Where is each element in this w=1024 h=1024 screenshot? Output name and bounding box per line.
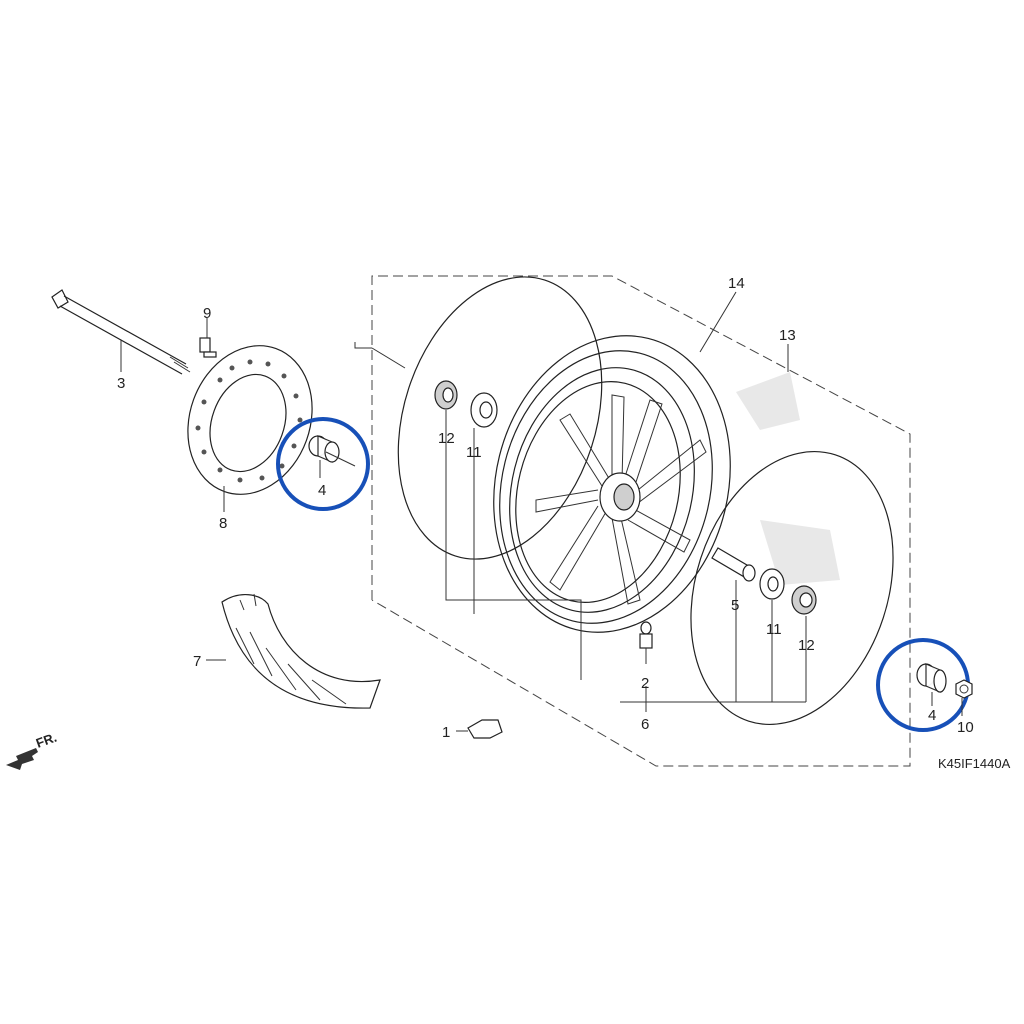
axle-nut[interactable] xyxy=(955,679,973,716)
label-part-2: 2 xyxy=(641,675,649,692)
label-part-1: 1 xyxy=(442,724,450,741)
label-part-4-right: 4 xyxy=(928,707,936,724)
label-part-8: 8 xyxy=(219,515,227,532)
label-part-10: 10 xyxy=(957,719,974,736)
balance-weight[interactable] xyxy=(456,719,503,739)
label-part-6: 6 xyxy=(641,716,649,733)
bearing-right[interactable] xyxy=(759,568,785,600)
front-axle[interactable] xyxy=(51,289,191,375)
label-part-5: 5 xyxy=(731,597,739,614)
assembly-boundary xyxy=(354,275,911,767)
part-labels: 3 9 8 4 12 11 14 13 5 11 12 2 6 7 1 4 10 xyxy=(117,275,974,741)
valve-stem[interactable] xyxy=(639,621,653,664)
label-part-9: 9 xyxy=(203,305,211,322)
leader-lines xyxy=(445,291,807,712)
wheel[interactable] xyxy=(463,310,761,657)
label-part-14: 14 xyxy=(728,275,745,292)
label-part-3: 3 xyxy=(117,375,125,392)
label-part-13: 13 xyxy=(779,327,796,344)
shade-texture xyxy=(736,372,840,585)
direction-label: FR. xyxy=(34,730,59,751)
dust-seal-left[interactable] xyxy=(434,380,458,410)
disc-bolt[interactable] xyxy=(199,318,217,358)
label-part-4-left: 4 xyxy=(318,482,326,499)
label-part-7: 7 xyxy=(193,653,201,670)
label-part-12-right: 12 xyxy=(798,637,815,654)
distance-collar[interactable] xyxy=(711,547,756,582)
side-collar-left[interactable] xyxy=(276,417,370,511)
front-direction-arrow: FR. xyxy=(6,730,59,770)
brake-disc[interactable] xyxy=(168,328,333,512)
label-part-12-left: 12 xyxy=(438,430,455,447)
label-part-11-left: 11 xyxy=(466,444,482,461)
diagram-code: K45IF1440A xyxy=(938,756,1011,771)
tire[interactable] xyxy=(364,250,927,750)
bearing-left[interactable] xyxy=(470,392,498,428)
fender[interactable] xyxy=(206,593,381,709)
label-part-11-right: 11 xyxy=(766,621,782,638)
highlight-circle-left xyxy=(276,417,370,511)
side-collar-right[interactable] xyxy=(876,638,970,732)
dust-seal-right[interactable] xyxy=(791,585,817,615)
